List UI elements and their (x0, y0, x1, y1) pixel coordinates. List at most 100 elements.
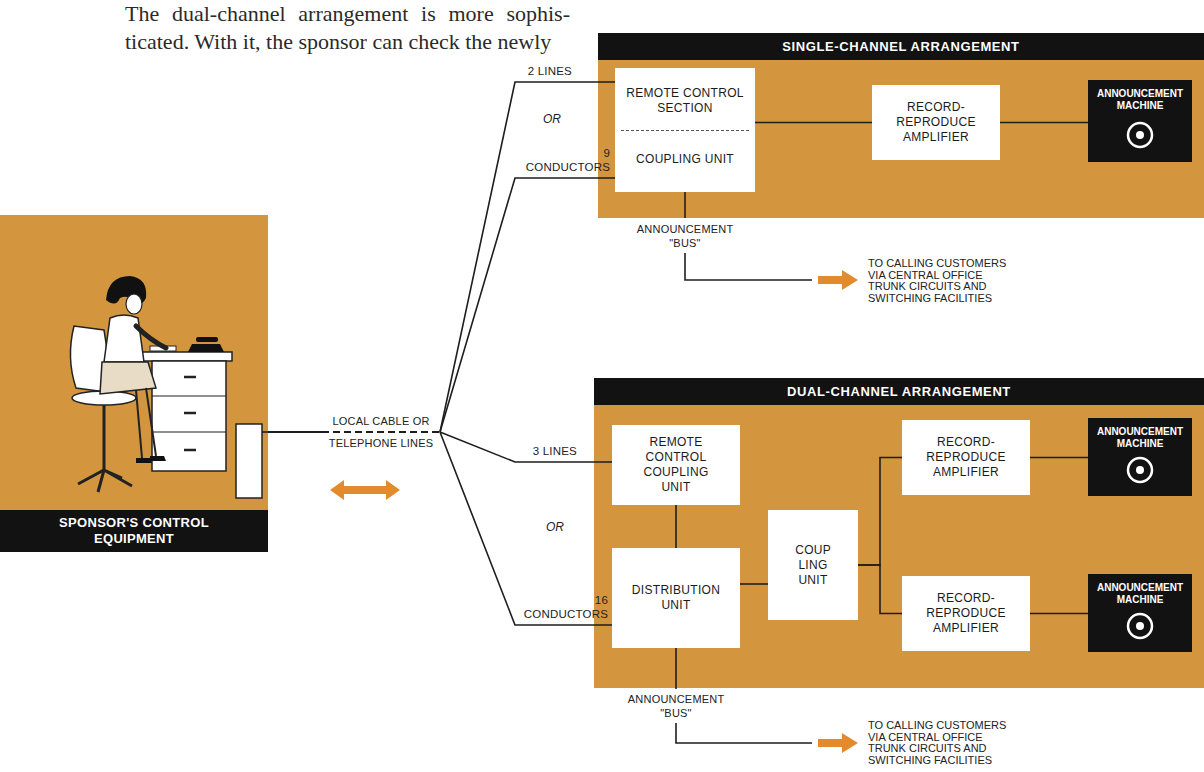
machine-label: ANNOUNCEMENT MACHINE (1097, 426, 1183, 450)
amplifier-box: RECORD- REPRODUCE AMPLIFIER (902, 576, 1030, 651)
box-label: RECORD- REPRODUCE AMPLIFIER (896, 100, 975, 145)
connector-segment (858, 565, 902, 614)
box-label: REMOTE CONTROL COUPLING UNIT (643, 435, 708, 495)
desk-pedestal (152, 361, 226, 471)
box-label: COUP LING UNIT (795, 543, 831, 588)
connector-segment (740, 583, 768, 585)
connector-segment (440, 432, 612, 625)
panel-ground (598, 33, 1204, 218)
amplifier-box: RECORD- REPRODUCE AMPLIFIER (872, 85, 1000, 160)
connector-segment (440, 432, 612, 462)
connector-segment (268, 431, 322, 433)
shoes (136, 456, 166, 463)
amplifier-box: RECORD- REPRODUCE AMPLIFIER (902, 420, 1030, 495)
connector-segment (440, 82, 615, 432)
panel-heading: DUAL-CHANNEL ARRANGEMENT (594, 378, 1204, 405)
connector-segment (858, 458, 902, 566)
connector-segment (1030, 457, 1088, 459)
box-label: REMOTE CONTROL SECTION (621, 72, 749, 131)
two-way-arrow (330, 480, 400, 500)
connector-segment (322, 431, 440, 433)
distribution-box: DISTRIBUTION UNIT (612, 548, 740, 648)
reel-ring (1128, 458, 1152, 482)
connector-segment (322, 431, 440, 433)
connector-line (1030, 613, 1088, 614)
panel-ground (0, 215, 268, 552)
chair-stem (103, 405, 106, 470)
connector-line (1030, 457, 1088, 458)
reel-icon (1128, 123, 1152, 147)
reel-ring (1128, 614, 1152, 638)
chair-base (78, 470, 132, 492)
connector-line (740, 584, 768, 585)
line-label: 3 LINES (533, 444, 577, 458)
machine-ground (1088, 574, 1192, 652)
sponsor-equipment: SPONSOR'S CONTROL EQUIPMENT (0, 215, 268, 552)
connector-segment (268, 431, 322, 433)
panel-heading: SINGLE-CHANNEL ARRANGEMENT (598, 33, 1204, 60)
connector-segment (268, 431, 322, 433)
reel-ring (1128, 123, 1152, 147)
box-label: RECORD- REPRODUCE AMPLIFIER (926, 435, 1005, 480)
reel-hub (1136, 131, 1144, 139)
connector-line (268, 432, 612, 462)
box-label: DISTRIBUTION UNIT (632, 583, 720, 613)
arrangement-panel: SINGLE-CHANNEL ARRANGEMENT REMOTE CONTROL… (598, 33, 1204, 218)
bus-label: ANNOUNCEMENT "BUS" (628, 692, 724, 720)
line-label: 16 CONDUCTORS (524, 593, 608, 621)
equipment-caption: SPONSOR'S CONTROL EQUIPMENT (0, 510, 268, 552)
announcement-machine: ANNOUNCEMENT MACHINE (1088, 574, 1192, 652)
line-note: TELEPHONE LINES (329, 437, 433, 450)
bus-label: ANNOUNCEMENT "BUS" (637, 222, 733, 250)
line-label: 2 LINES (528, 64, 572, 78)
destination-note: TO CALLING CUSTOMERS VIA CENTRAL OFFICE … (868, 720, 1013, 766)
connector-line (268, 82, 615, 432)
control-coupling-box: REMOTE CONTROL COUPLING UNIT (612, 425, 740, 505)
connector-segment (322, 431, 440, 433)
alternative-note: OR (543, 112, 561, 126)
connector-line (268, 432, 612, 625)
reel-icon (1128, 458, 1152, 482)
connector-line (268, 178, 615, 432)
legs (136, 388, 156, 458)
connector-segment (322, 431, 440, 433)
connector-segment (440, 178, 615, 432)
announcement-machine: ANNOUNCEMENT MACHINE (1088, 80, 1192, 162)
arm (136, 326, 166, 348)
bus-arrow (818, 733, 858, 753)
destination-note: TO CALLING CUSTOMERS VIA CENTRAL OFFICE … (868, 258, 1013, 304)
connector-line (755, 122, 872, 123)
bus-arrow (818, 270, 858, 290)
sponsor-illustration (70, 276, 268, 498)
telephone (188, 344, 224, 352)
connector-line (858, 458, 902, 566)
line-label: 9 CONDUCTORS (526, 146, 610, 174)
control-coupling-box: REMOTE CONTROL SECTIONCOUPLING UNIT (615, 68, 755, 192)
skirt (100, 362, 156, 394)
connector-line (858, 565, 902, 614)
telephone-handset (196, 337, 218, 342)
arrangement-panel: DUAL-CHANNEL ARRANGEMENT REMOTE CONTROL C… (594, 378, 1204, 688)
announcement-machine: ANNOUNCEMENT MACHINE (1088, 418, 1192, 496)
box-label: RECORD- REPRODUCE AMPLIFIER (926, 591, 1005, 636)
machine-label: ANNOUNCEMENT MACHINE (1097, 88, 1183, 112)
face (126, 294, 142, 314)
machine-ground (1088, 418, 1192, 496)
connector-line (1000, 122, 1088, 123)
coupling-box: COUP LING UNIT (768, 510, 858, 620)
reel-icon (1128, 614, 1152, 638)
connector-line (676, 505, 677, 548)
machine-ground (1088, 80, 1192, 162)
machine-label: ANNOUNCEMENT MACHINE (1097, 582, 1183, 606)
unit-cord (262, 431, 268, 433)
connector-segment (755, 122, 872, 124)
connector-segment (268, 431, 322, 433)
reel-hub (1136, 466, 1144, 474)
connector-segment (1000, 122, 1088, 124)
connector-segment (675, 505, 677, 548)
line-note: LOCAL CABLE OR (332, 415, 429, 428)
control-unit (236, 424, 262, 498)
alternative-note: OR (546, 520, 564, 534)
blouse (104, 315, 144, 362)
